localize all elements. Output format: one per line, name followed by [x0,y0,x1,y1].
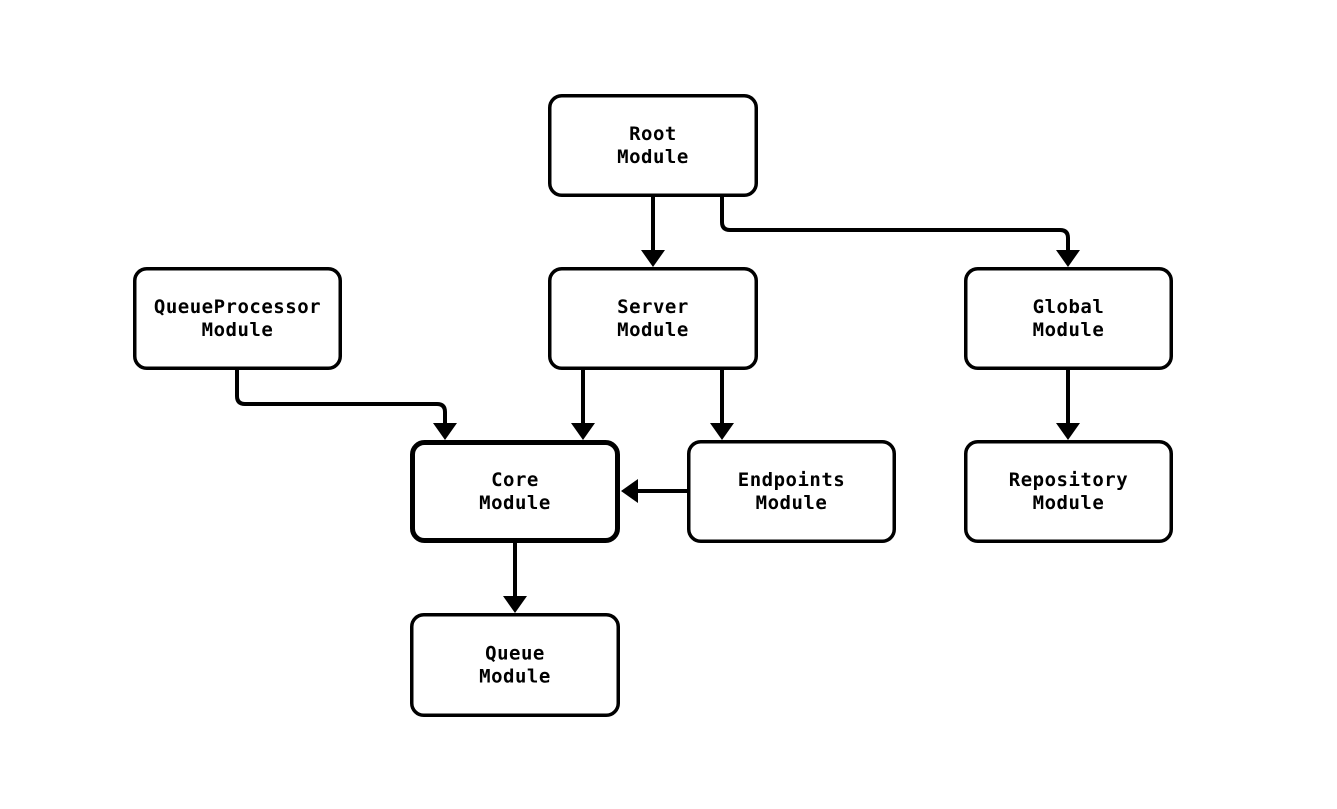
node-label-line1: Core [491,469,539,491]
arrow-head-icon [641,250,665,267]
arrow-head-icon [710,423,734,440]
node-label-line2: Module [202,319,274,341]
node-box [410,440,620,543]
edges-group [235,197,1080,613]
edge-root-to-global [720,197,1080,267]
node-box [133,267,342,370]
node-box [548,94,758,197]
node-box [687,440,896,543]
node-label-line1: QueueProcessor [154,296,321,318]
node-box [964,267,1173,370]
node-label-line2: Module [756,492,828,514]
edge-core-to-queue [503,543,527,613]
edge-endpoints-to-core [621,479,687,503]
node-label-line2: Module [1033,319,1105,341]
edge-queueprocessor-to-core [235,370,457,440]
node-label-line2: Module [479,492,551,514]
arrow-head-icon [1056,250,1080,267]
edge-server-to-endpoints [710,370,734,440]
arrow-head-icon [433,423,457,440]
node-box [548,267,758,370]
arrow-head-icon [621,479,638,503]
arrow-head-icon [571,423,595,440]
node-label-line1: Queue [485,643,545,665]
arrow-head-icon [503,596,527,613]
arrow-head-icon [1056,423,1080,440]
edge-server-to-core [571,370,595,440]
node-label-line1: Server [617,296,689,318]
edge-line [720,197,1070,252]
node-label-line2: Module [617,146,689,168]
node-label-line2: Module [1033,492,1105,514]
node-label-line2: Module [617,319,689,341]
node-box [964,440,1173,543]
node-label-line1: Global [1033,296,1105,318]
edge-line [235,370,447,425]
node-label-line1: Root [629,123,677,145]
node-label-line2: Module [479,666,551,688]
nodes-group: RootModuleQueueProcessorModuleServerModu… [133,94,1173,717]
edge-root-to-server [641,197,665,267]
node-label-line1: Repository [1009,469,1128,491]
node-label-line1: Endpoints [738,469,845,491]
node-box [410,613,620,717]
edge-global-to-repository [1056,370,1080,440]
